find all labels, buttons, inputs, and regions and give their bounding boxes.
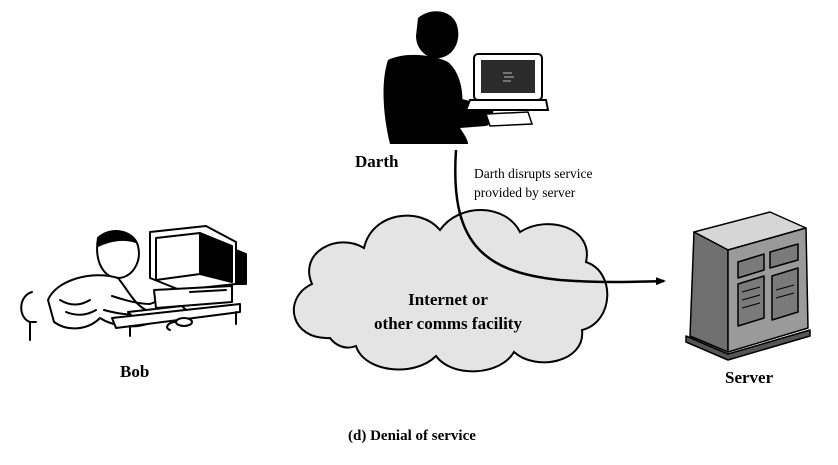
- bob-label: Bob: [120, 362, 150, 381]
- network-label-line2: other comms facility: [374, 314, 522, 333]
- network-label: Internet or other comms facility: [348, 288, 548, 336]
- attack-arrow: [454, 149, 666, 286]
- network-label-line1: Internet or: [408, 290, 488, 309]
- attack-annotation: Darth disrupts service provided by serve…: [474, 164, 592, 202]
- cloud-icon: [293, 209, 609, 373]
- attacker-at-computer-icon: [383, 11, 550, 144]
- server-icon: [685, 211, 811, 361]
- user-at-computer-icon: [20, 225, 247, 341]
- darth-label: Darth: [355, 152, 399, 171]
- attack-annotation-line2: provided by server: [474, 185, 576, 200]
- figure-caption: (d) Denial of service: [348, 428, 476, 444]
- server-label: Server: [725, 368, 774, 387]
- attack-annotation-line1: Darth disrupts service: [474, 166, 593, 181]
